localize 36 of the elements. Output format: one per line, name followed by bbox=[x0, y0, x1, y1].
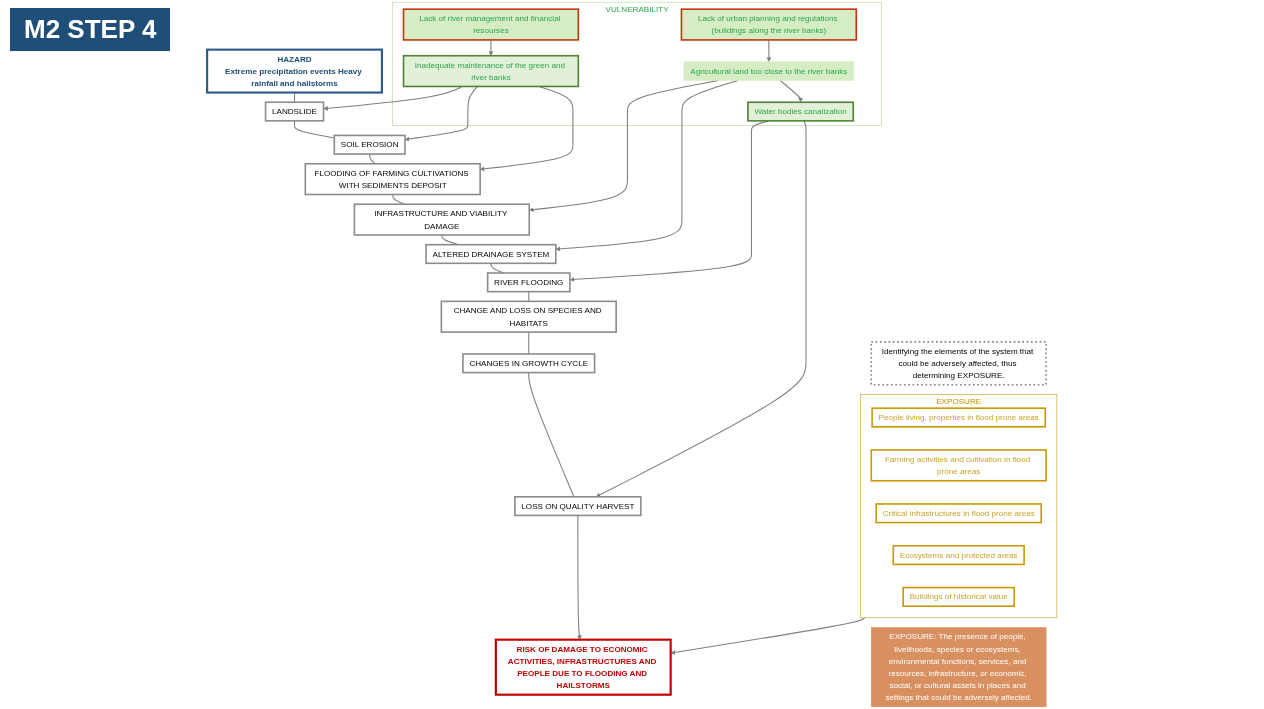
node-box: Agricultural land too close to the river banks bbox=[683, 61, 855, 81]
node-box: Identifying the elements of the system that could be adversely affected, thus determining EXPOSURE. bbox=[870, 341, 1047, 386]
node-box: RISK OF DAMAGE TO ECONOMIC ACTIVITIES, INFRASTRUCTURES AND PEOPLE DUE TO FLOODING AND HAILSTORMS bbox=[494, 638, 672, 696]
node-box: Water bodies canalization bbox=[747, 101, 855, 122]
node-box: Farming activities and cultivation in flood prone areas bbox=[870, 449, 1047, 482]
node-box: LANDSLIDE bbox=[264, 101, 325, 122]
node-box: People living, properties in flood prone areas bbox=[871, 407, 1047, 428]
node-box: CHANGE AND LOSS ON SPECIES AND HABITATS bbox=[440, 300, 617, 333]
connector bbox=[369, 153, 376, 165]
node-box: RIVER FLOODING bbox=[486, 272, 571, 293]
node-box: Buildings of hIstorical value bbox=[902, 586, 1015, 607]
node-box: LOSS ON QUALITY HARVEST bbox=[514, 496, 642, 517]
connector bbox=[528, 291, 530, 302]
arrow bbox=[488, 39, 494, 56]
node-box: Lack of river management and financial resourses bbox=[402, 8, 580, 41]
node-box: FLOODING OF FARMING CULTIVATIONS WITH SEDIMENTS DEPOSIT bbox=[304, 162, 481, 196]
arrow bbox=[323, 85, 463, 111]
node-box: HAZARD Extreme precipitation events Heavy rainfall and hailstorms bbox=[206, 48, 383, 94]
node-box: Lack of urban planning and regulations (buildings along the river banks) bbox=[680, 8, 858, 41]
arrow bbox=[766, 39, 772, 62]
arrow bbox=[595, 120, 807, 498]
arrow bbox=[779, 79, 803, 103]
arrow bbox=[577, 514, 582, 640]
node-box: Inadequate maintenance of the green and river banks bbox=[402, 54, 580, 88]
node-box: CHANGES IN GROWTH CYCLE bbox=[462, 353, 596, 374]
node-box: INFRASTRUCTURE AND VIABILITY DAMAGE bbox=[353, 203, 531, 236]
node-box: ALTERED DRAINAGE SYSTEM bbox=[425, 243, 557, 265]
arrow bbox=[670, 617, 866, 655]
node-box: SOIL EROSION bbox=[333, 134, 406, 155]
node-box: Ecosystems and protected areas bbox=[892, 544, 1025, 566]
connector bbox=[528, 331, 530, 355]
node-box: Critical infrastructures in flood prone areas bbox=[875, 503, 1042, 524]
connector bbox=[528, 372, 575, 498]
node-box: EXPOSURE: The presence of people, livelihoods, species or ecosystems, environmental functions, services, and resources, infrastructure, or economic, social, or cultural assets in places and settings that could be adversely affected. bbox=[871, 627, 1047, 708]
step-title: M2 STEP 4 bbox=[10, 8, 171, 51]
connector bbox=[293, 120, 335, 139]
